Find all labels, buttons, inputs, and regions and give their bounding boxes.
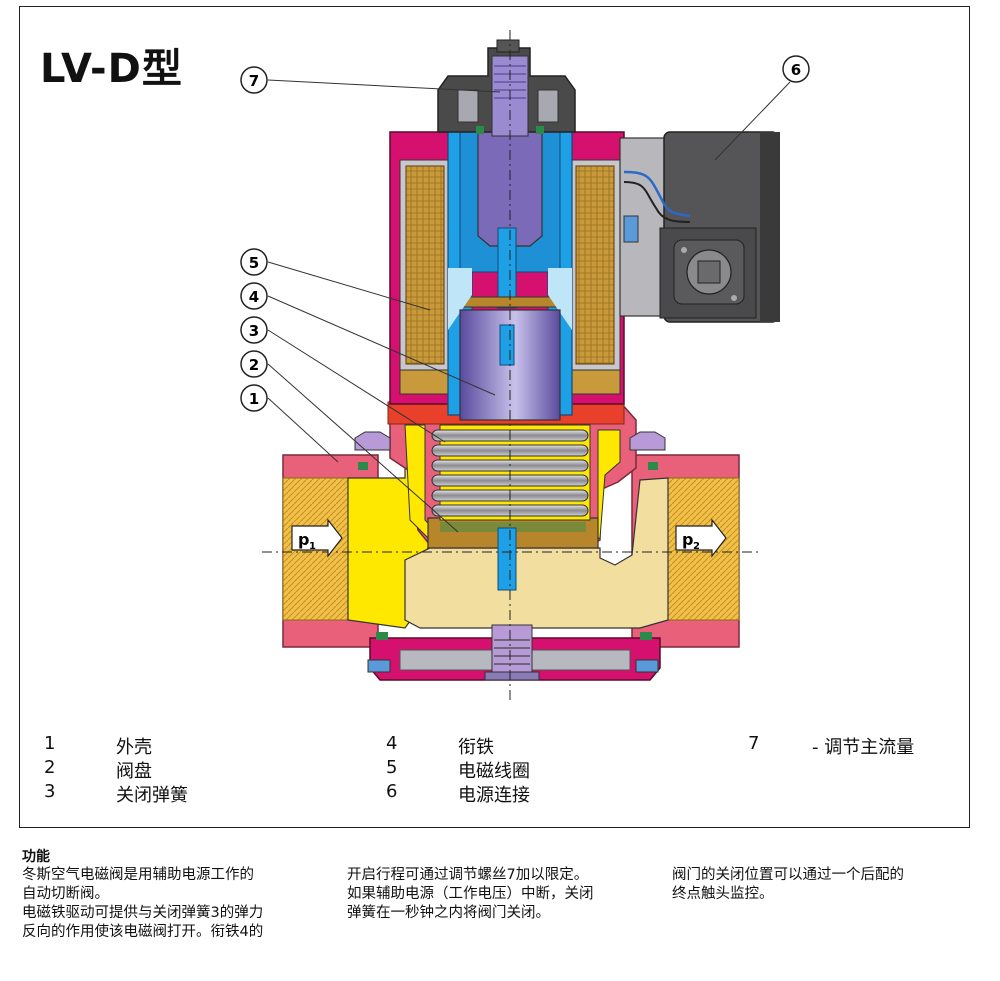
legend-num: 7 <box>748 733 760 754</box>
svg-text:4: 4 <box>249 288 259 306</box>
legend-label: 电磁线圈 <box>458 761 530 782</box>
callout-3: 3 <box>240 316 268 344</box>
legend-label: 衔铁 <box>458 737 494 758</box>
function-line: 电磁铁驱动可提供与关闭弹簧3的弹力 <box>22 905 264 921</box>
function-heading: 功能 <box>22 849 50 865</box>
diagram-title: LV-D型 <box>40 46 183 92</box>
function-line: 反向的作用使该电磁阀打开。衔铁4的 <box>22 924 264 940</box>
svg-text:7: 7 <box>249 72 259 90</box>
adjusting-screw-cap <box>437 39 576 137</box>
function-line: 阀门的关闭位置可以通过一个后配的 <box>672 867 904 883</box>
callout-4: 4 <box>240 282 268 310</box>
solenoid-coil-left <box>405 165 445 365</box>
closing-spring <box>431 424 591 521</box>
p1-label: p <box>298 530 309 549</box>
diagram-frame <box>19 6 970 828</box>
svg-text:5: 5 <box>249 254 259 272</box>
function-line: 开启行程可通过调节螺丝7加以限定。 <box>347 867 589 883</box>
function-line: 终点触头监控。 <box>672 886 774 902</box>
callout-1: 1 <box>240 384 268 412</box>
svg-text:2: 2 <box>249 356 259 374</box>
svg-text:1: 1 <box>249 390 259 408</box>
valve-disc <box>427 517 599 591</box>
solenoid-housing <box>389 99 625 421</box>
legend-num: 2 <box>44 757 56 778</box>
function-text-col3: 阀门的关闭位置可以通过一个后配的 终点触头监控。 <box>672 866 904 904</box>
legend-label: - 调节主流量 <box>812 737 915 758</box>
outlet-pressure-arrow: p 2 <box>675 518 727 558</box>
legend-label: 电源连接 <box>458 785 530 806</box>
callout-leaders <box>267 79 791 533</box>
p1-subscript: 1 <box>309 541 316 552</box>
legend-num: 3 <box>44 781 56 802</box>
function-text-col2: 开启行程可通过调节螺丝7加以限定。 如果辅助电源（工作电压）中断，关闭 弹簧在一… <box>347 866 594 923</box>
solenoid-coil-right <box>575 165 615 365</box>
callout-2: 2 <box>240 350 268 378</box>
callout-5: 5 <box>240 248 268 276</box>
callout-7: 7 <box>240 66 268 94</box>
legend-num: 4 <box>386 733 398 754</box>
legend-label: 外壳 <box>116 737 152 758</box>
legend-num: 1 <box>44 733 56 754</box>
function-line: 弹簧在一秒钟之内将阀门关闭。 <box>347 905 550 921</box>
legend-label: 阀盘 <box>116 761 152 782</box>
function-line: 自动切断阀。 <box>22 886 109 902</box>
valve-cross-section: p 1 p 2 7 6 5 4 3 2 1 <box>240 30 810 700</box>
p2-label: p <box>682 530 693 549</box>
p2-subscript: 2 <box>693 541 700 552</box>
function-line: 如果辅助电源（工作电压）中断，关闭 <box>347 886 594 902</box>
function-line: 冬斯空气电磁阀是用辅助电源工作的 <box>22 867 254 883</box>
legend-num: 6 <box>386 781 398 802</box>
function-text-col1: 冬斯空气电磁阀是用辅助电源工作的 自动切断阀。 电磁铁驱动可提供与关闭弹簧3的弹… <box>22 866 263 942</box>
legend-label: 关闭弹簧 <box>116 785 188 806</box>
inlet-pressure-arrow: p 1 <box>291 518 343 558</box>
valve-housing <box>282 401 740 681</box>
callout-6: 6 <box>782 55 810 83</box>
svg-text:6: 6 <box>791 61 801 79</box>
legend-num: 5 <box>386 757 398 778</box>
svg-text:3: 3 <box>249 322 259 340</box>
power-connector <box>619 131 780 323</box>
